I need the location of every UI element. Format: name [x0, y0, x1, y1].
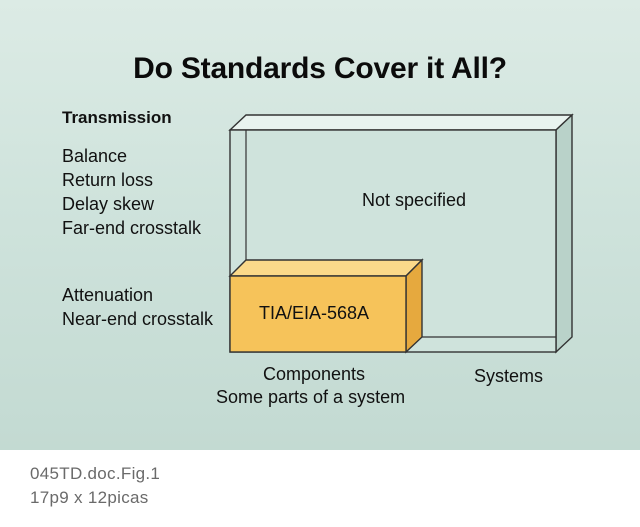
- inner-box-top: [228, 259, 424, 277]
- label-delay-skew: Delay skew: [62, 194, 155, 214]
- axis-systems: Systems: [474, 366, 544, 386]
- not-specified-label: Not specified: [362, 190, 467, 210]
- axis-components: Components: [263, 364, 366, 384]
- coverage-diagram: [228, 113, 574, 354]
- footer-file-ref: 045TD.doc.Fig.1: [30, 464, 161, 483]
- outer-box-top: [228, 114, 574, 131]
- tia-eia-label: TIA/EIA-568A: [259, 303, 370, 323]
- label-balance: Balance: [62, 146, 128, 166]
- inner-box-front: [229, 275, 407, 353]
- axis-components-sub: Some parts of a system: [216, 387, 406, 407]
- figure-title: Do Standards Cover it All?: [133, 52, 507, 85]
- label-return-loss: Return loss: [62, 170, 154, 190]
- transmission-heading: Transmission: [62, 108, 172, 127]
- outer-box-side: [555, 113, 573, 354]
- footer-size: 17p9 x 12picas: [30, 488, 149, 507]
- label-far-end-crosstalk: Far-end crosstalk: [62, 218, 202, 238]
- label-near-end-crosstalk: Near-end crosstalk: [62, 309, 214, 329]
- inner-box: [228, 258, 424, 354]
- label-attenuation: Attenuation: [62, 285, 154, 305]
- inner-box-side: [405, 258, 423, 354]
